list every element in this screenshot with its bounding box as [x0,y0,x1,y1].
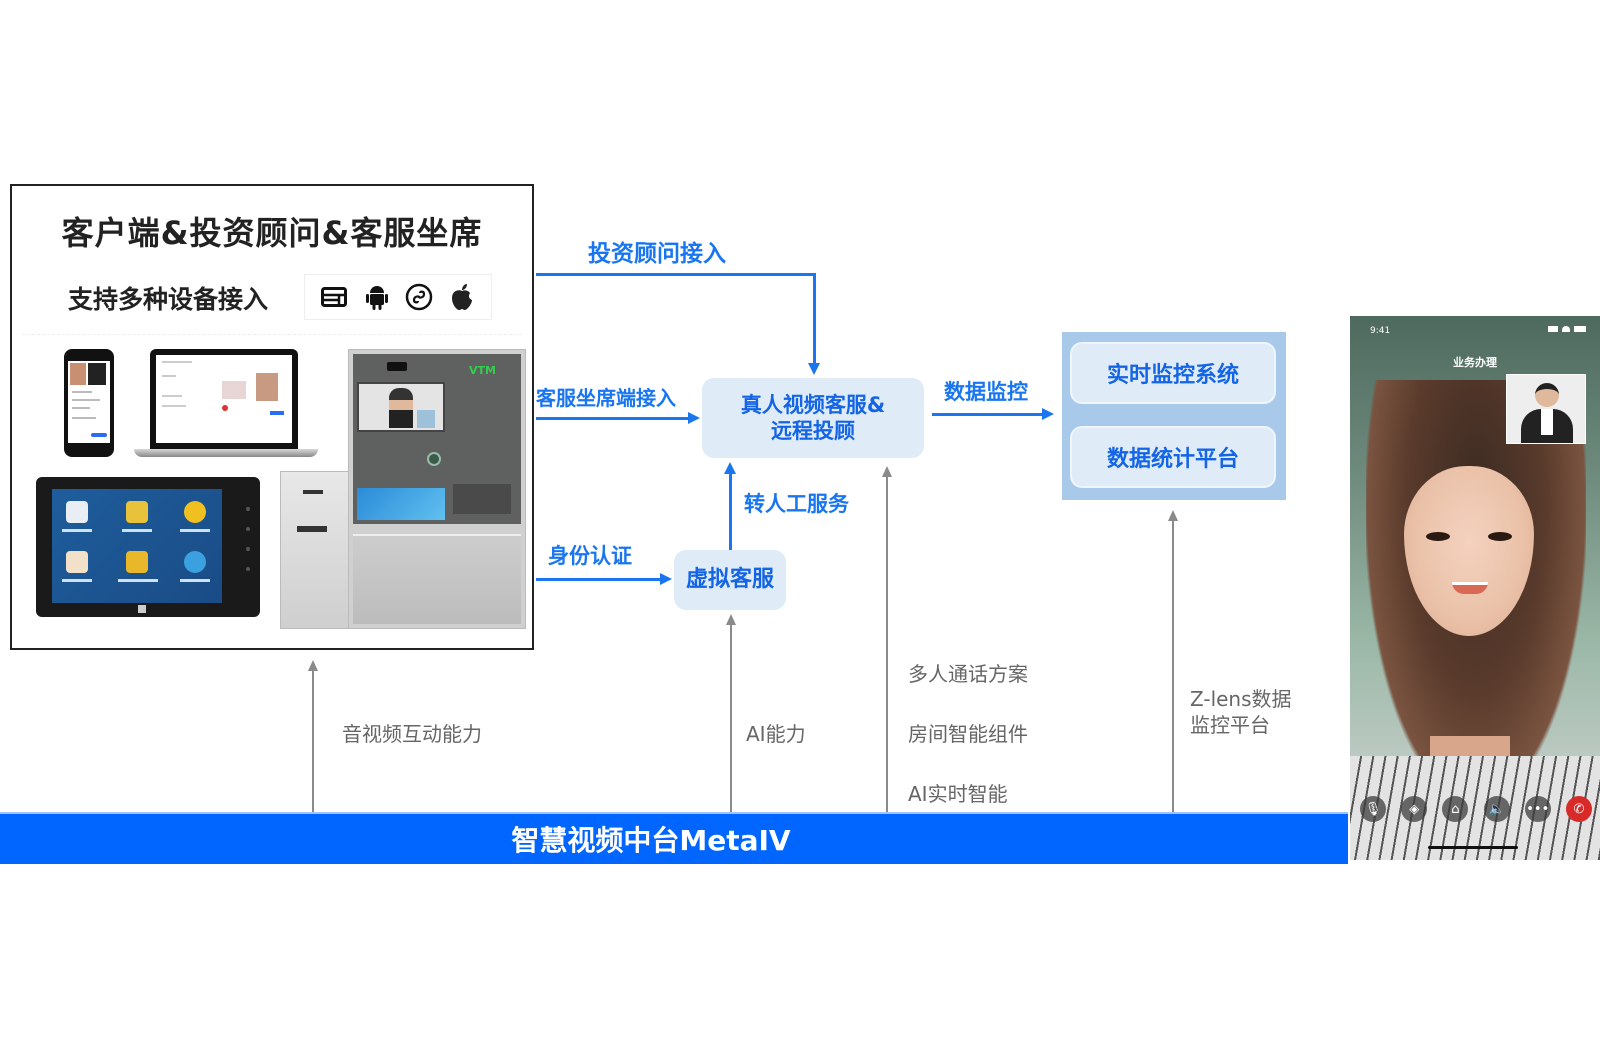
identity-auth-label: 身份认证 [548,544,632,568]
mobile-phone-device [64,349,114,457]
advisor-access-label: 投资顾问接入 [588,241,726,267]
agent-access-line [536,417,690,420]
status-icons [1548,326,1586,332]
call-controls: 🎙 ◈ ⌂ 🔈 ••• ✆ [1360,796,1592,822]
identity-auth-arrowhead [660,573,672,585]
call-title: 业务办理 [1453,356,1497,369]
transfer-human-arrowhead [724,462,736,474]
laptop-device [150,349,298,449]
multi-party-label: 多人通话方案 [908,662,1028,686]
data-statistics-platform: 数据统计平台 [1070,426,1276,488]
devices-illustration: VTM [22,334,526,642]
room-components-label: 房间智能组件 [908,722,1028,746]
agent-access-label: 客服坐席端接入 [536,386,676,410]
data-monitor-label: 数据监控 [944,380,1028,404]
transfer-human-label: 转人工服务 [744,492,849,516]
human-service-line1: 真人视频客服& [740,392,886,417]
left-eye [1426,532,1450,541]
battery-icon [1574,326,1586,332]
video-call-screen: 9:41 业务办理 🎙 ◈ ⌂ 🔈 ••• ✆ [1350,316,1600,860]
ai-realtime-label: AI实时智能 [908,782,1008,806]
status-time: 9:41 [1370,326,1391,336]
ai-capability-line [730,624,732,812]
monitoring-group: 实时监控系统 数据统计平台 [1062,332,1286,500]
vtm-label: VTM [469,364,496,377]
tablet-device [36,477,260,617]
remote-video-face [1404,466,1534,636]
agent-pip-video[interactable] [1506,374,1586,444]
data-monitor-arrowhead [1042,408,1054,420]
wifi-icon [1562,326,1570,332]
more-icon[interactable]: ••• [1524,796,1551,822]
beauty-icon[interactable]: ◈ [1401,796,1428,822]
advisor-access-line-down [813,273,816,363]
zlens-label-line2: 监控平台 [1190,713,1270,737]
laptop-base [134,449,318,457]
transfer-human-line [729,474,732,550]
platform-bar: 智慧视频中台MetaIV [0,812,1348,864]
vtm-side-cabinet [280,471,350,629]
identity-auth-line [536,578,662,581]
signal-icon [1548,326,1558,332]
right-eye [1488,532,1512,541]
av-capability-arrowhead [308,660,318,671]
ai-ability-label: AI能力 [746,722,806,746]
microphone-icon[interactable]: 🎙 [1360,796,1386,822]
vtm-machine: VTM [348,349,526,629]
client-panel-title: 客户端&投资顾问&客服坐席 [61,214,483,252]
virtual-service-node: 虚拟客服 [674,550,786,610]
virtual-service-label: 虚拟客服 [685,567,774,593]
av-capability-line [312,670,314,812]
device-support-label: 支持多种设备接入 [68,285,269,314]
client-panel: 客户端&投资顾问&客服坐席 支持多种设备接入 [10,184,534,650]
speaker-icon[interactable]: 🔈 [1483,796,1510,822]
data-monitor-line [932,413,1044,416]
web-icon [319,282,349,312]
apple-icon [447,282,477,312]
zlens-arrowhead [1168,510,1178,521]
android-icon [362,282,392,312]
mini-program-link-icon [404,282,434,312]
home-indicator[interactable] [1428,846,1518,849]
advisor-access-arrowhead [808,363,820,375]
camera-switch-icon[interactable]: ⌂ [1442,796,1469,822]
ai-capability-arrowhead [726,614,736,625]
mouth [1452,582,1488,594]
platform-name: 智慧视频中台MetaIV [511,824,791,857]
advisor-access-line [536,273,816,276]
agent-access-arrowhead [688,412,700,424]
remote-video-shirt [1350,756,1600,860]
hang-up-icon[interactable]: ✆ [1565,796,1592,822]
human-service-line2: 远程投顾 [770,419,855,443]
av-interaction-label: 音视频互动能力 [342,722,482,746]
realtime-monitor-system: 实时监控系统 [1070,342,1276,404]
zlens-label-line1: Z-lens数据 [1190,687,1292,711]
room-capability-arrowhead [882,466,892,477]
room-capability-line [886,476,888,812]
zlens-label: Z-lens数据 监控平台 [1190,686,1292,738]
human-video-service-node: 真人视频客服& 远程投顾 [702,378,924,458]
device-icons-row [304,274,492,320]
zlens-line [1172,520,1174,812]
